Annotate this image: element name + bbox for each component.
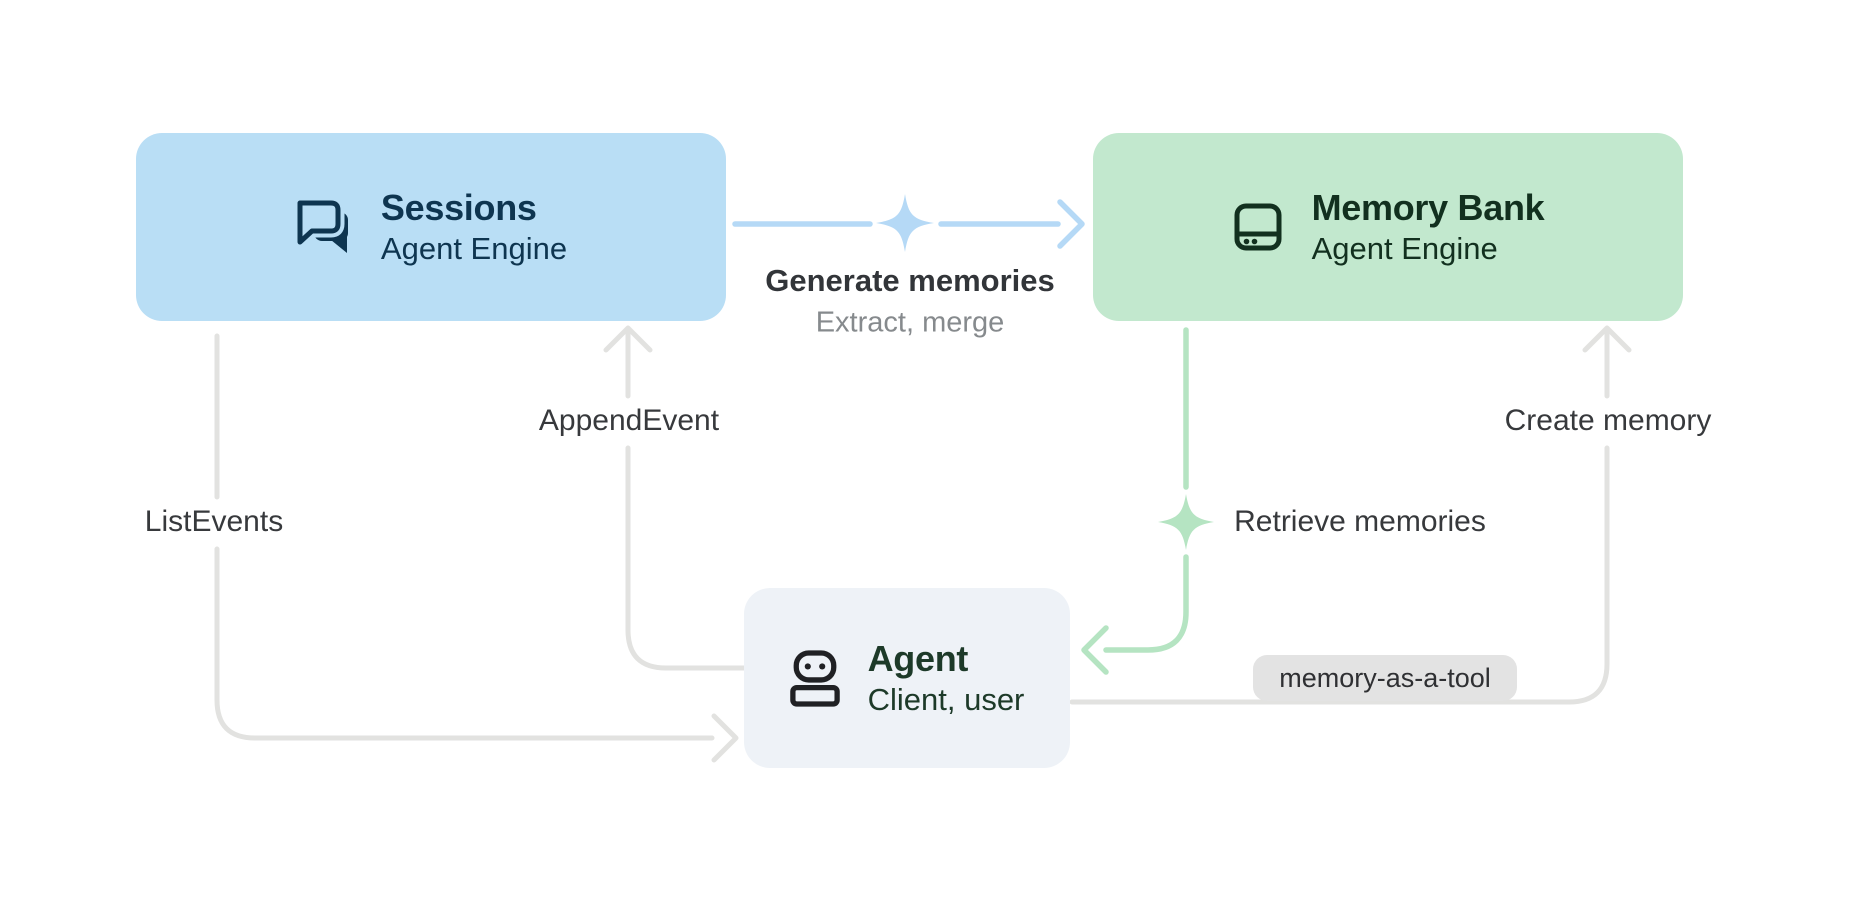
agent-title: Agent: [867, 637, 969, 679]
agent-node: Agent Client, user: [744, 588, 1070, 768]
list-events-arrowhead: [711, 713, 739, 763]
generate-memories-label: Generate memories: [765, 263, 1055, 298]
retrieve-memories-arrowhead: [1081, 625, 1109, 675]
append-event-arrowhead: [603, 325, 653, 353]
sessions-node: Sessions Agent Engine: [136, 133, 726, 321]
create-memory-arrow: [1069, 330, 1610, 705]
memory-bank-title: Memory Bank: [1311, 186, 1545, 228]
memory-storage-icon: [1232, 201, 1284, 253]
memory-bank-node: Memory Bank Agent Engine: [1093, 133, 1683, 321]
sessions-subtitle: Agent Engine: [380, 231, 568, 267]
extract-merge-label: Extract, merge: [815, 306, 1005, 339]
retrieve-memories-label: Retrieve memories: [1234, 505, 1486, 538]
list-events-arrow: [214, 333, 715, 741]
create-memory-arrowhead: [1582, 325, 1632, 353]
blue-sparkle-icon: [876, 194, 934, 252]
green-sparkle-icon: [1158, 494, 1214, 550]
append-event-arrow: [625, 330, 747, 671]
sessions-title: Sessions: [380, 186, 537, 228]
retrieve-memories-arrow: [1103, 327, 1189, 653]
robot-icon: [789, 649, 840, 707]
chat-bubbles-icon: [294, 198, 353, 256]
create-memory-label: Create memory: [1504, 404, 1712, 437]
append-event-label: AppendEvent: [538, 404, 720, 437]
memory-as-a-tool-badge: memory-as-a-tool: [1253, 655, 1517, 701]
list-events-label: ListEvents: [144, 505, 284, 538]
memory-bank-subtitle: Agent Engine: [1311, 231, 1498, 267]
agent-subtitle: Client, user: [867, 682, 1025, 718]
generate-memories-arrowhead: [1057, 199, 1085, 249]
